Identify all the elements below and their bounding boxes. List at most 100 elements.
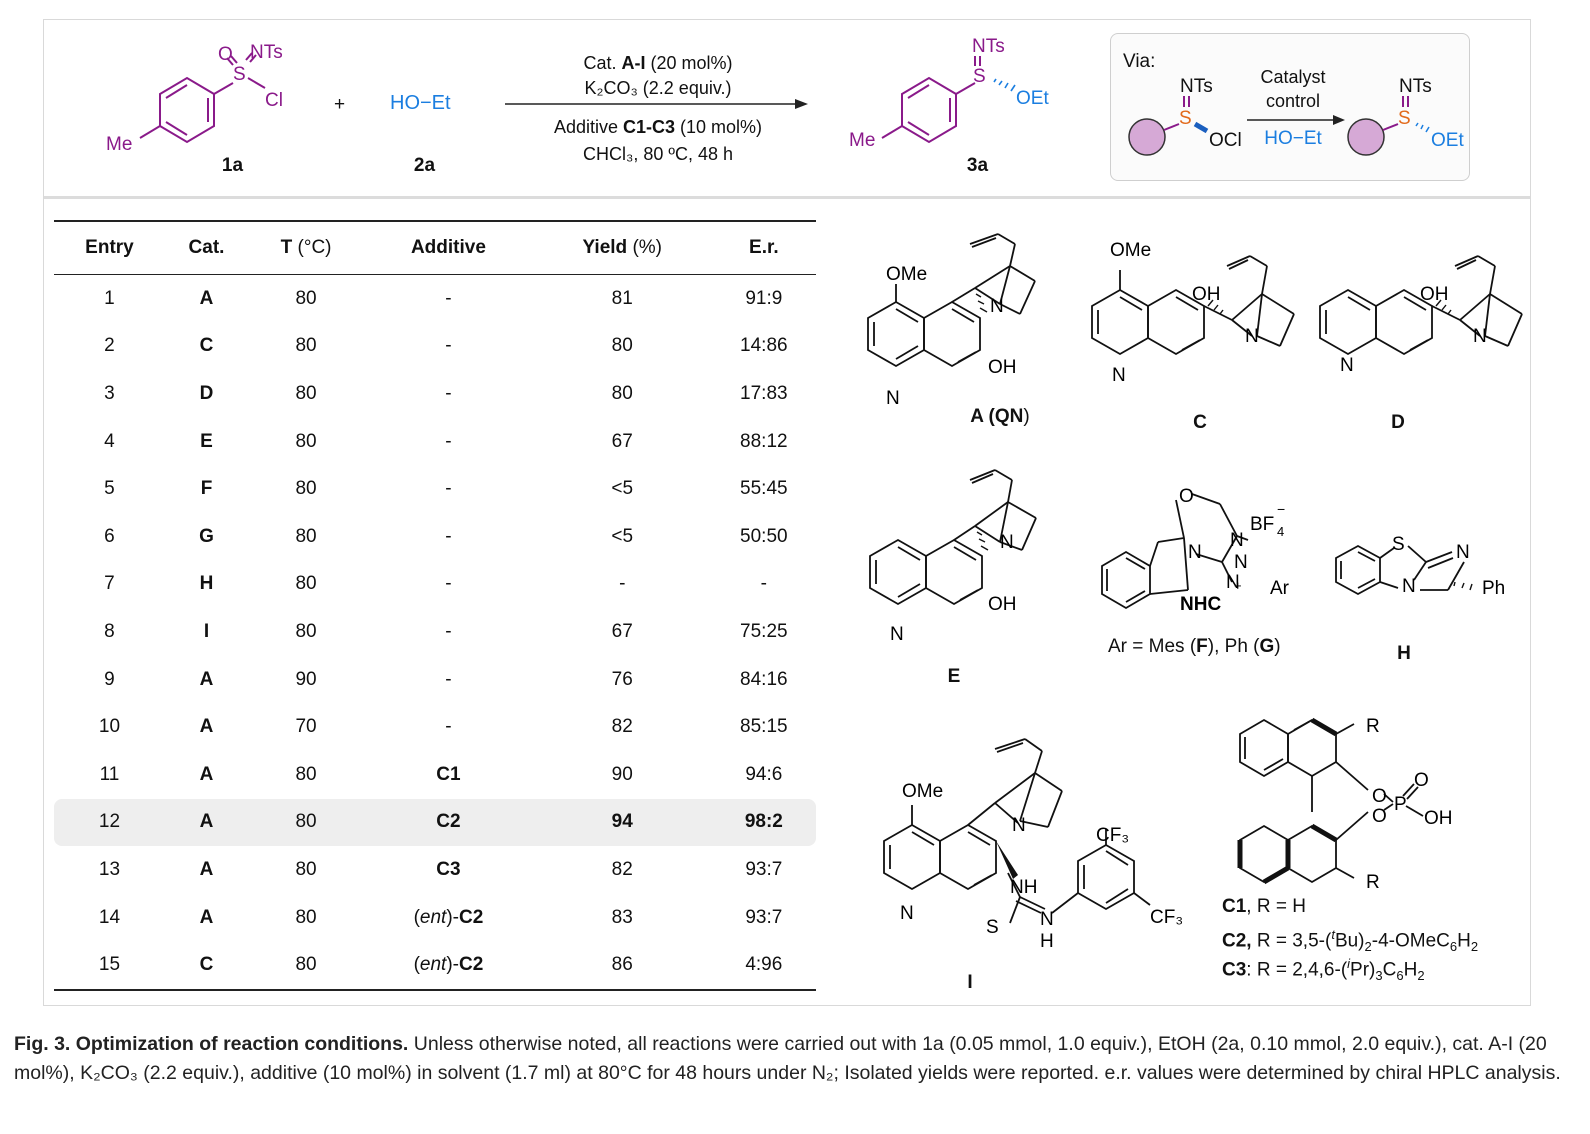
atom-p: P [1394, 794, 1407, 815]
condition-solvent: CHCl₃, 80 ºC, 48 h [583, 144, 733, 164]
via-title: Via: [1123, 51, 1156, 72]
additive-name: C2 [436, 811, 461, 833]
catalyst-cell: A [199, 287, 214, 309]
catalyst-cell: C [199, 335, 214, 357]
er-cell: 17:83 [740, 382, 788, 404]
atom-n: N [890, 624, 904, 645]
atom-oh: OH [1424, 808, 1453, 829]
via-arrow-bottom: HO−Et [1264, 128, 1322, 149]
atom-oet: OEt [1431, 130, 1464, 151]
caption-title: Fig. 3. Optimization of reaction conditi… [14, 1033, 409, 1055]
atom-me: Me [106, 134, 132, 155]
entry-cell: 15 [54, 941, 165, 991]
figure-caption: Fig. 3. Optimization of reaction conditi… [14, 1030, 1576, 1088]
additive-name: C2 [458, 906, 484, 928]
atom-oh: OH [988, 594, 1017, 615]
product-3a-structure: NTs S OEt Me [849, 36, 1049, 151]
plus-sign: + [334, 94, 346, 115]
additive-cell: (ent)-C2 [364, 941, 533, 991]
catalyst-cell: H [199, 573, 214, 595]
reaction-arrow [505, 99, 808, 109]
atom-r: R [1366, 716, 1380, 737]
additive-prefix: (ent)- [413, 954, 459, 976]
atom-ocl: OCl [1209, 130, 1242, 151]
atom-n: N [1000, 532, 1014, 553]
yield-cell: 82 [611, 716, 633, 738]
temperature-cell: 80 [295, 620, 317, 642]
entry-cell: 4 [104, 430, 115, 452]
label-2a: 2a [413, 155, 436, 176]
entry-cell: 11 [99, 763, 120, 785]
additive-cell: - [364, 608, 533, 656]
atom-ome: OMe [902, 781, 943, 802]
temperature-cell: 80 [295, 287, 317, 309]
er-cell: 88:12 [740, 430, 788, 452]
atom-n: N [1012, 815, 1026, 836]
additive-cell: - [364, 418, 533, 466]
atom-o: O [1372, 786, 1387, 807]
er-cell: 4:96 [711, 941, 816, 991]
additive-name: - [445, 620, 452, 642]
label-3a: 3a [966, 155, 989, 176]
additive-name: - [445, 430, 452, 452]
er-cell: 55:45 [740, 478, 788, 500]
via-arrow-top2: control [1265, 91, 1321, 111]
atom-n: N [1473, 326, 1487, 347]
temperature-cell: 80 [295, 430, 317, 452]
entry-cell: 6 [104, 525, 115, 547]
section-divider [44, 196, 1530, 199]
atom-oet: OEt [1016, 88, 1049, 109]
atom-n: N [886, 388, 900, 409]
ethanol-formula: HO−Et [390, 92, 451, 114]
atom-oh: OH [1192, 284, 1221, 305]
entry-cell: 10 [98, 716, 121, 738]
additive-c1-definition: C1, R = H [1222, 896, 1306, 917]
er-cell: 14:86 [740, 335, 788, 357]
additive-cell: (ent)-C2 [364, 894, 533, 942]
additive-prefix: (ent)- [413, 906, 459, 928]
via-arrow-top1: Catalyst [1260, 67, 1326, 87]
er-cell: 98:2 [711, 798, 816, 847]
atom-nh: NH [1010, 877, 1037, 898]
additive-cell: C3 [364, 846, 533, 894]
atom-ome: OMe [886, 264, 927, 285]
catalyst-cell: A [199, 668, 214, 690]
yield-cell: <5 [611, 525, 634, 547]
additive-name: C3 [436, 858, 461, 880]
er-cell: 91:9 [745, 287, 783, 309]
label-catalyst-a: A (QN) [970, 406, 1030, 427]
er-cell: 50:50 [740, 525, 788, 547]
yield-cell: 83 [611, 906, 633, 928]
additive-name: - [445, 716, 452, 738]
er-cell: 93:7 [745, 906, 783, 928]
additive-name: - [445, 525, 452, 547]
atom-nts: NTs [1180, 76, 1213, 97]
atom-n: N [1188, 542, 1202, 563]
label-catalyst-e: E [947, 666, 961, 687]
temperature-cell: 90 [295, 668, 317, 690]
atom-s: S [1392, 534, 1405, 555]
atom-s: S [973, 66, 986, 87]
entry-cell: 1 [104, 287, 115, 309]
charge-plus: + [1234, 578, 1242, 593]
additive-name: C2 [458, 954, 484, 976]
entry-cell: 3 [104, 382, 115, 404]
catalyst-cell: A [199, 763, 214, 785]
nhc-ar-definition: Ar = Mes (F), Ph (G) [1108, 636, 1281, 657]
atom-bf4-sup: − [1277, 501, 1285, 517]
yield-cell: 80 [611, 382, 633, 404]
additive-cell: - [364, 561, 533, 609]
label-catalyst-c: C [1193, 412, 1207, 433]
yield-cell: 90 [611, 763, 633, 785]
catalyst-c-structure: OMe OH N N [1091, 240, 1295, 386]
atom-s: S [986, 917, 999, 938]
